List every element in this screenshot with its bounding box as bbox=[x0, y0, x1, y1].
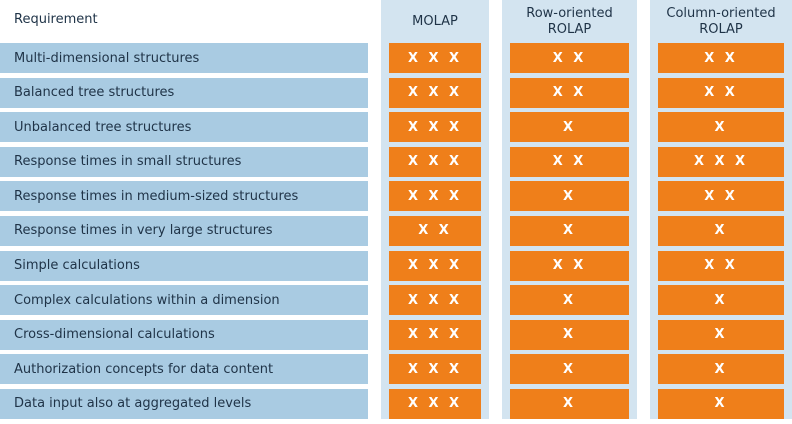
row-rolap-rating-cell: X X bbox=[510, 250, 629, 281]
column-rolap-rating-cell: X bbox=[658, 112, 784, 143]
column-rolap-rating-cell: X bbox=[658, 215, 784, 246]
requirement-row: Simple calculations bbox=[0, 250, 368, 281]
requirement-row: Response times in very large structures bbox=[0, 215, 368, 246]
column-rolap-rating-cell: X X bbox=[658, 77, 784, 108]
requirement-row: Complex calculations within a dimension bbox=[0, 285, 368, 316]
column-rolap-rating-cell: X bbox=[658, 319, 784, 350]
column-rolap-rating-cell: X X bbox=[658, 43, 784, 73]
column-rolap-rating-cell: X X bbox=[658, 250, 784, 281]
molap-rating-cell: X X X bbox=[389, 181, 481, 212]
row-oriented-rolap-header: Row-oriented ROLAP bbox=[526, 5, 613, 37]
molap-rating-cell: X X X bbox=[389, 43, 481, 73]
molap-rating-cell: X X X bbox=[389, 146, 481, 177]
row-rolap-rating-cell: X bbox=[510, 285, 629, 316]
requirement-row: Multi-dimensional structures bbox=[0, 43, 368, 73]
row-rolap-rating-cell: X bbox=[510, 181, 629, 212]
molap-rating-cell: X X bbox=[389, 215, 481, 246]
molap-rating-cell: X X X bbox=[389, 77, 481, 108]
requirement-row: Authorization concepts for data content bbox=[0, 354, 368, 385]
molap-rating-cell: X X X bbox=[389, 285, 481, 316]
molap-header: MOLAP bbox=[412, 13, 458, 29]
requirement-header: Requirement bbox=[14, 12, 98, 27]
row-rolap-rating-cell: X bbox=[510, 388, 629, 419]
molap-rating-cell: X X X bbox=[389, 319, 481, 350]
column-rolap-rating-cell: X bbox=[658, 354, 784, 385]
row-rolap-rating-cell: X X bbox=[510, 77, 629, 108]
molap-rating-cell: X X X bbox=[389, 250, 481, 281]
column-rolap-rating-cell: X bbox=[658, 285, 784, 316]
requirement-row: Cross-dimensional calculations bbox=[0, 319, 368, 350]
column-oriented-rolap-header: Column-oriented ROLAP bbox=[666, 5, 776, 37]
row-rolap-rating-cell: X bbox=[510, 112, 629, 143]
column-rolap-rating-cell: X X bbox=[658, 181, 784, 212]
requirement-row: Response times in medium-sized structure… bbox=[0, 181, 368, 212]
requirement-row: Balanced tree structures bbox=[0, 77, 368, 108]
row-rolap-rating-cell: X X bbox=[510, 146, 629, 177]
column-rolap-rating-cell: X X X bbox=[658, 146, 784, 177]
molap-rating-cell: X X X bbox=[389, 354, 481, 385]
row-rolap-rating-cell: X X bbox=[510, 43, 629, 73]
row-rolap-rating-cell: X bbox=[510, 354, 629, 385]
row-rolap-rating-cell: X bbox=[510, 215, 629, 246]
requirement-row: Unbalanced tree structures bbox=[0, 112, 368, 143]
requirement-row: Data input also at aggregated levels bbox=[0, 388, 368, 419]
molap-rating-cell: X X X bbox=[389, 112, 481, 143]
molap-rating-cell: X X X bbox=[389, 388, 481, 419]
column-rolap-rating-cell: X bbox=[658, 388, 784, 419]
requirement-row: Response times in small structures bbox=[0, 146, 368, 177]
row-rolap-rating-cell: X bbox=[510, 319, 629, 350]
